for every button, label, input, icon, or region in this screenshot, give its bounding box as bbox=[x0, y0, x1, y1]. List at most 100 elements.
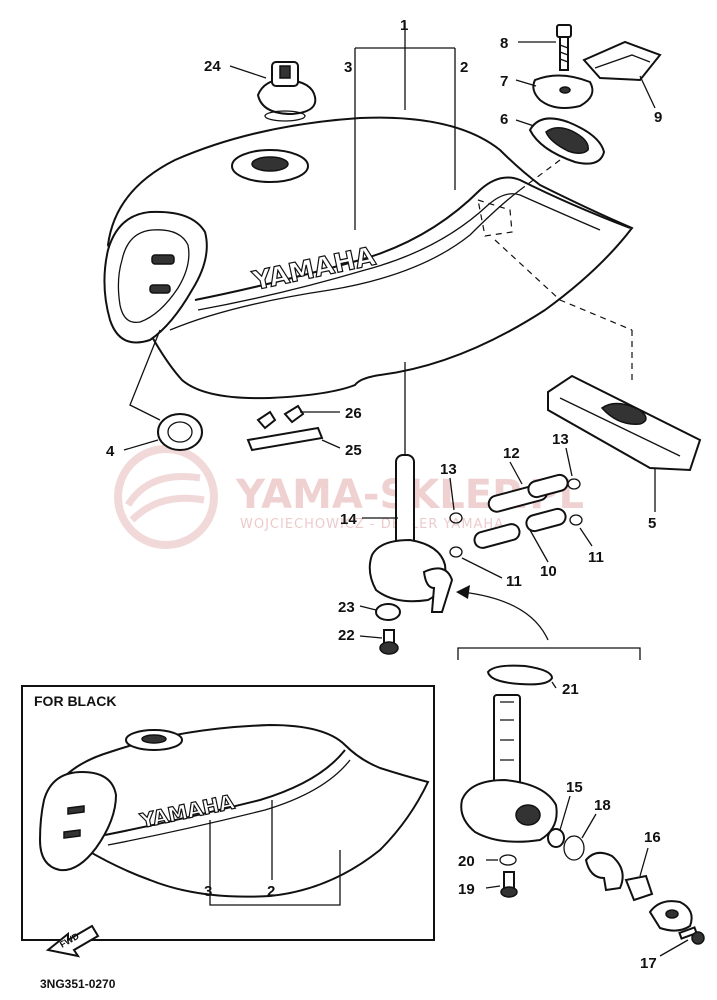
tank-mount-slot-upper bbox=[151, 254, 175, 265]
o-ring-20 bbox=[499, 854, 517, 866]
watermark-sub-text: WOJCIECHOWICZ - DEALER YAMAHA bbox=[240, 517, 504, 532]
fuel-cap bbox=[256, 61, 317, 122]
tank-side-stripe bbox=[194, 176, 631, 301]
tank-hidden-mount bbox=[477, 199, 513, 237]
tank-mount-slot-lower bbox=[149, 284, 171, 294]
label-21: 21 bbox=[562, 681, 579, 698]
pipe-10-a bbox=[473, 523, 521, 549]
label-22: 22 bbox=[338, 627, 355, 644]
inset-callout-bracket bbox=[209, 820, 341, 906]
callout-7-line bbox=[515, 79, 537, 87]
inset-frame bbox=[21, 685, 435, 941]
figure-code: 3NG351-0270 bbox=[40, 977, 116, 991]
callout-11a-line bbox=[461, 557, 503, 579]
screw-17-head bbox=[691, 931, 705, 945]
callout-12-line bbox=[509, 461, 523, 485]
label-6: 6 bbox=[500, 111, 508, 128]
callout-24-line bbox=[229, 65, 267, 79]
tank-lower-edge bbox=[169, 189, 521, 331]
watermark-logo-swoosh bbox=[125, 473, 205, 523]
bolt-8-head bbox=[556, 24, 572, 38]
fuel-cock-lower-strainer-ribs bbox=[500, 701, 514, 761]
tank-rear-mount-dash bbox=[494, 239, 633, 331]
callout-18-line bbox=[581, 813, 597, 839]
grommet-6-slot bbox=[545, 127, 589, 154]
watermark-logo bbox=[114, 445, 218, 549]
label-25: 25 bbox=[345, 442, 362, 459]
filler-opening bbox=[251, 156, 289, 172]
inset-filler-opening bbox=[141, 734, 167, 744]
label-23: 23 bbox=[338, 599, 355, 616]
label-9: 9 bbox=[654, 109, 662, 126]
damper-9-ridge bbox=[594, 54, 651, 69]
label-13b: 13 bbox=[552, 431, 569, 448]
assembly-arrow-line bbox=[461, 591, 549, 641]
label-24: 24 bbox=[204, 58, 221, 75]
seal-23 bbox=[375, 603, 401, 621]
label-2: 2 bbox=[460, 59, 468, 76]
fuel-cock-14-lever bbox=[422, 567, 454, 613]
pipe-12-b bbox=[527, 473, 569, 499]
fuel-cock-14-pipe bbox=[395, 454, 415, 551]
o-ring-18 bbox=[563, 835, 585, 861]
callout-25-line bbox=[321, 439, 341, 449]
label-12: 12 bbox=[503, 445, 520, 462]
fuel-cock-lower-port bbox=[515, 804, 541, 826]
assembly-arrow-head bbox=[456, 585, 470, 599]
lower-cock-bracket bbox=[457, 647, 641, 660]
rear-damper-5-slot bbox=[600, 402, 647, 425]
callout-6-line bbox=[515, 119, 535, 127]
label-26: 26 bbox=[345, 405, 362, 422]
callout-4-mount-line bbox=[129, 329, 161, 421]
label-17: 17 bbox=[640, 955, 657, 972]
callout-15-line bbox=[559, 795, 571, 831]
screw-22-head bbox=[379, 641, 399, 655]
bolt-8 bbox=[556, 24, 572, 71]
callout-6-dash bbox=[519, 159, 561, 191]
callout-19-line bbox=[485, 885, 501, 889]
callout-11b-line bbox=[579, 527, 593, 547]
pipe-10-b bbox=[525, 507, 567, 533]
damper-9 bbox=[582, 40, 662, 82]
fuel-cock-lower bbox=[460, 694, 558, 843]
label-1: 1 bbox=[400, 17, 408, 34]
wave-washer-16 bbox=[624, 874, 654, 902]
clip-26-b bbox=[283, 404, 305, 424]
screw-19-head bbox=[500, 886, 518, 898]
label-3: 3 bbox=[344, 59, 352, 76]
inset-title: FOR BLACK bbox=[34, 693, 116, 709]
fuel-cock-lower-body bbox=[460, 778, 558, 843]
plate-17-hole bbox=[665, 909, 679, 919]
front-direction-arrow bbox=[45, 924, 100, 958]
screw-17-shank bbox=[678, 926, 698, 940]
label-13: 13 bbox=[440, 461, 457, 478]
label-5: 5 bbox=[648, 515, 656, 532]
label-15: 15 bbox=[566, 779, 583, 796]
inset-label-3: 3 bbox=[204, 883, 212, 900]
label-19: 19 bbox=[458, 881, 475, 898]
fuel-cock-lever bbox=[584, 851, 624, 892]
callout-13a-line bbox=[449, 477, 455, 511]
callout-23-line bbox=[359, 605, 377, 611]
inset-tank-stripe-inner bbox=[107, 759, 351, 846]
tank-side-stripe-inner bbox=[197, 193, 601, 311]
clip-11-a bbox=[449, 546, 463, 558]
callout-9-line bbox=[639, 75, 656, 109]
strip-25 bbox=[246, 426, 324, 452]
fuel-cock-lower-strainer bbox=[493, 694, 521, 791]
callout-10-line bbox=[529, 529, 549, 563]
label-16: 16 bbox=[644, 829, 661, 846]
clip-26-a bbox=[256, 410, 277, 430]
callout-16-line bbox=[639, 847, 649, 877]
damper-4-hub bbox=[167, 421, 193, 443]
callout-13b-line bbox=[565, 447, 573, 477]
label-4: 4 bbox=[106, 443, 115, 460]
inset-tank-stripe bbox=[104, 749, 346, 836]
label-11b: 11 bbox=[588, 549, 604, 566]
clip-11-b bbox=[569, 514, 583, 526]
label-7: 7 bbox=[500, 73, 508, 90]
inset-mount-slot-upper bbox=[67, 805, 85, 815]
callout-4-line bbox=[123, 439, 159, 451]
clip-13-b bbox=[567, 478, 581, 490]
